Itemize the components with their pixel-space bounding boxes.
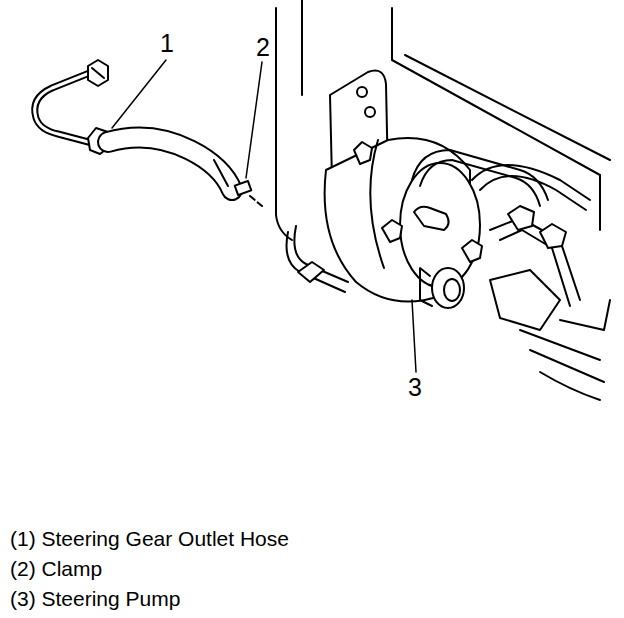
legend-text: (3) Steering Pump <box>10 587 180 610</box>
callout-number: 3 <box>408 374 422 402</box>
steel-tube <box>35 72 96 144</box>
line-fitting <box>540 224 566 248</box>
tube-nut <box>92 68 104 78</box>
bracket-hole <box>357 87 367 97</box>
hose <box>108 138 232 191</box>
legend-text: (1) Steering Gear Outlet Hose <box>10 527 289 550</box>
pump-bolt <box>462 240 482 262</box>
pump-port <box>432 268 464 308</box>
callout-number: 2 <box>256 34 270 62</box>
legend-text: (2) Clamp <box>10 557 102 580</box>
leader-line <box>412 300 416 372</box>
steel-tube <box>35 72 96 144</box>
hidden-line <box>250 196 262 206</box>
hose-band <box>214 160 228 186</box>
frame-line <box>276 8 292 240</box>
clamp <box>235 181 252 195</box>
engine-block <box>490 270 560 330</box>
engine-contour <box>520 330 604 400</box>
pump-bolt <box>382 220 402 242</box>
line-fitting <box>508 206 534 230</box>
frame-line <box>301 0 303 95</box>
callout-number: 1 <box>160 30 174 58</box>
hose <box>108 138 232 191</box>
pump-fitting <box>414 207 449 230</box>
pressure-line <box>480 176 586 210</box>
leader-line <box>246 62 262 178</box>
leader-line <box>112 60 166 128</box>
pump-port <box>444 279 460 301</box>
line-clip <box>298 262 324 282</box>
pump-face <box>400 163 480 287</box>
pressure-line <box>412 150 548 200</box>
engine-contour <box>560 300 610 330</box>
pump-bolt <box>354 142 372 164</box>
pump-port <box>420 268 432 306</box>
bracket-hole <box>365 107 375 117</box>
tube-nut <box>88 60 108 86</box>
pump-contour <box>370 140 384 268</box>
frame-line <box>391 8 393 60</box>
